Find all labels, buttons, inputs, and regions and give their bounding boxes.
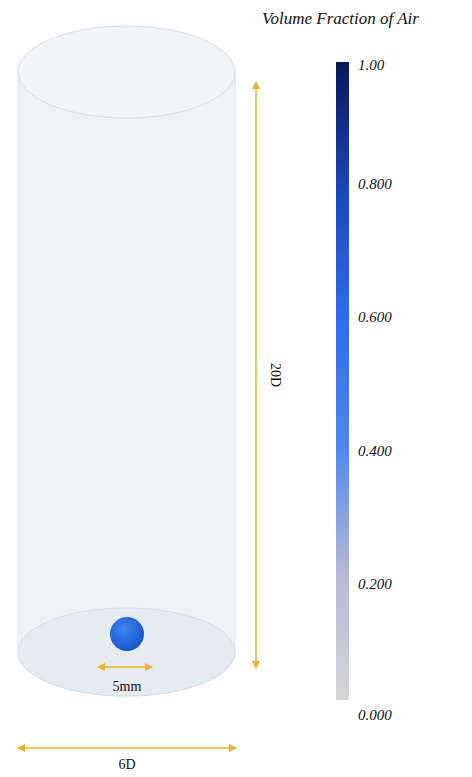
tick-label: 0.600 (358, 310, 392, 325)
air-bubble (110, 617, 144, 651)
tick-label: 0.800 (358, 177, 392, 192)
tick-label: 0.200 (358, 577, 392, 592)
tick-label: 0.000 (358, 708, 392, 723)
dimension-arrow (18, 747, 236, 749)
tick-label: 0.400 (358, 444, 392, 459)
dimension-arrow (255, 82, 257, 668)
tick-label: 1.00 (358, 58, 384, 73)
dimension-label: 6D (118, 758, 135, 772)
dimension-label: 20D (268, 363, 282, 387)
dimension-arrow (98, 666, 152, 668)
dimension-label: 5mm (113, 680, 142, 694)
color-bar (336, 62, 349, 700)
colorbar-title: Volume Fraction of Air (262, 10, 419, 27)
